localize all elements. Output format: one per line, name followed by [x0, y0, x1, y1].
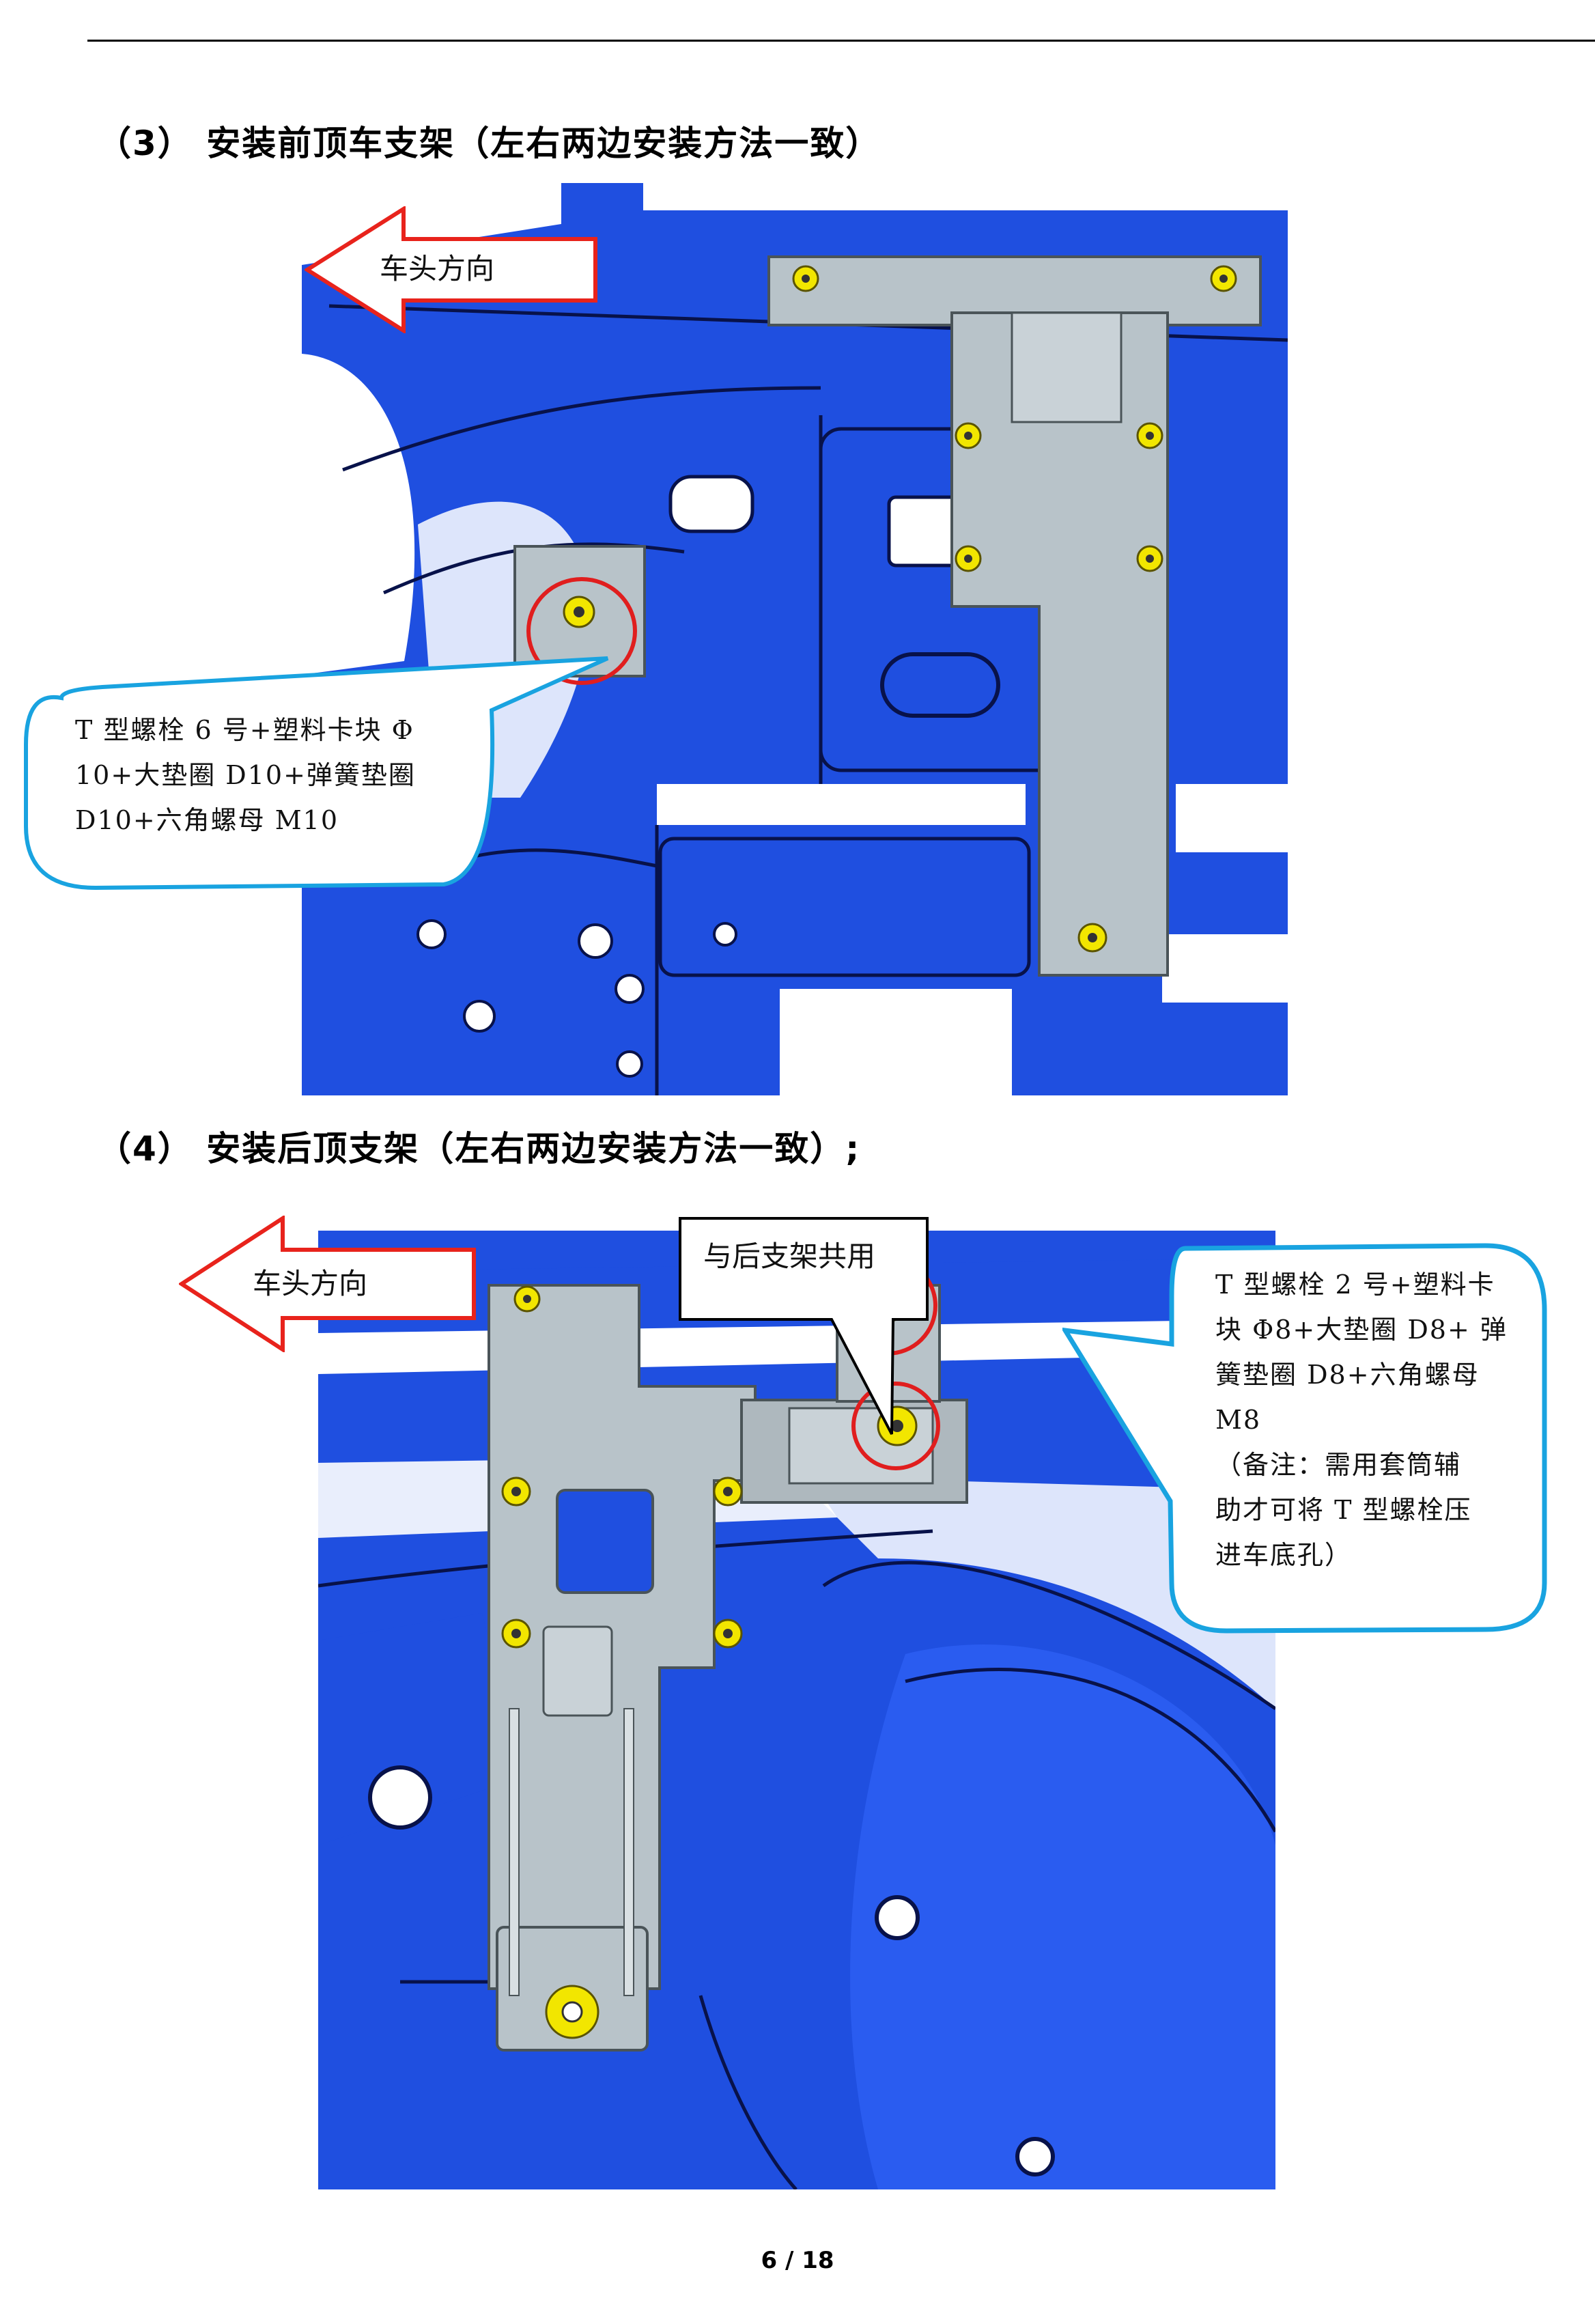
rear-callout-line-1: T 型螺栓 2 号+塑料卡 — [1215, 1270, 1495, 1300]
front-callout-line-3: D10+六角螺母 M10 — [75, 805, 339, 835]
shared-label: 与后支架共用 — [703, 1240, 876, 1273]
rear-callout-line-2: 块 Φ8+大垫圈 D8+ 弹 — [1215, 1315, 1508, 1345]
rear-callout-line-5: （备注：需用套筒辅 — [1215, 1450, 1462, 1480]
front-bracket-illustration — [302, 183, 1288, 1095]
shared-bolt-highlight — [851, 1382, 940, 1470]
rear-callout-bubble — [1062, 1243, 1547, 1634]
front-callout-line-2: 10+大垫圈 D10+弹簧垫圈 — [75, 760, 416, 790]
front-callout-line-1: T 型螺栓 6 号+塑料卡块 Φ — [75, 715, 414, 745]
front-bolt-highlight — [526, 577, 637, 685]
front-direction-label: 车头方向 — [380, 252, 495, 285]
section-4-heading: （4） 安装后顶支架（左右两边安装方法一致）; — [97, 1129, 861, 1168]
page-number: 6 / 18 — [761, 2247, 834, 2274]
rear-direction-arrow-icon — [179, 1216, 476, 1352]
front-callout-bubble — [24, 656, 609, 891]
front-bracket-figure — [302, 183, 1288, 1095]
rear-callout-line-4: M8 — [1215, 1405, 1262, 1435]
rear-callout-line-7: 进车底孔） — [1215, 1540, 1353, 1570]
header-rule — [87, 40, 1595, 42]
front-direction-arrow-icon — [305, 206, 597, 333]
rear-callout-line-3: 簧垫圈 D8+六角螺母 — [1215, 1360, 1480, 1390]
rear-direction-label: 车头方向 — [253, 1267, 368, 1300]
section-3-heading: （3） 安装前顶车支架（左右两边安装方法一致） — [97, 124, 881, 163]
shared-label-pointer — [679, 1217, 929, 1435]
rear-callout-line-6: 助才可将 T 型螺栓压 — [1215, 1495, 1472, 1525]
